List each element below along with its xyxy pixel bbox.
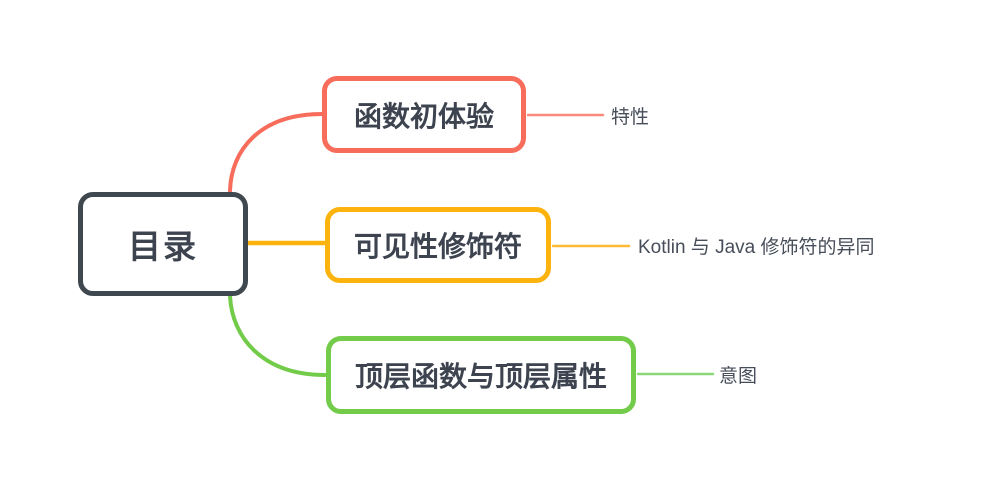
subtopic-intent[interactable]: 意图 xyxy=(719,365,758,387)
topic-visibility-modifiers[interactable]: 可见性修饰符 xyxy=(325,207,551,283)
root-topic-label: 目录 xyxy=(128,228,198,265)
topic-visibility-modifiers-label: 可见性修饰符 xyxy=(353,231,522,262)
connector-root-to-branch3 xyxy=(228,294,327,377)
topic-top-level-functions-properties-label: 顶层函数与顶层属性 xyxy=(354,361,607,392)
subtopic-features[interactable]: 特性 xyxy=(611,106,650,128)
topic-functions-intro[interactable]: 函数初体验 xyxy=(322,76,526,153)
subtopic-kotlin-java-modifier-differences[interactable]: Kotlin 与 Java 修饰符的异同 xyxy=(638,236,875,258)
topic-top-level-functions-properties[interactable]: 顶层函数与顶层属性 xyxy=(326,336,636,414)
topic-functions-intro-label: 函数初体验 xyxy=(353,100,494,132)
root-topic[interactable]: 目录 xyxy=(78,192,248,296)
connector-root-to-branch1 xyxy=(228,112,324,193)
